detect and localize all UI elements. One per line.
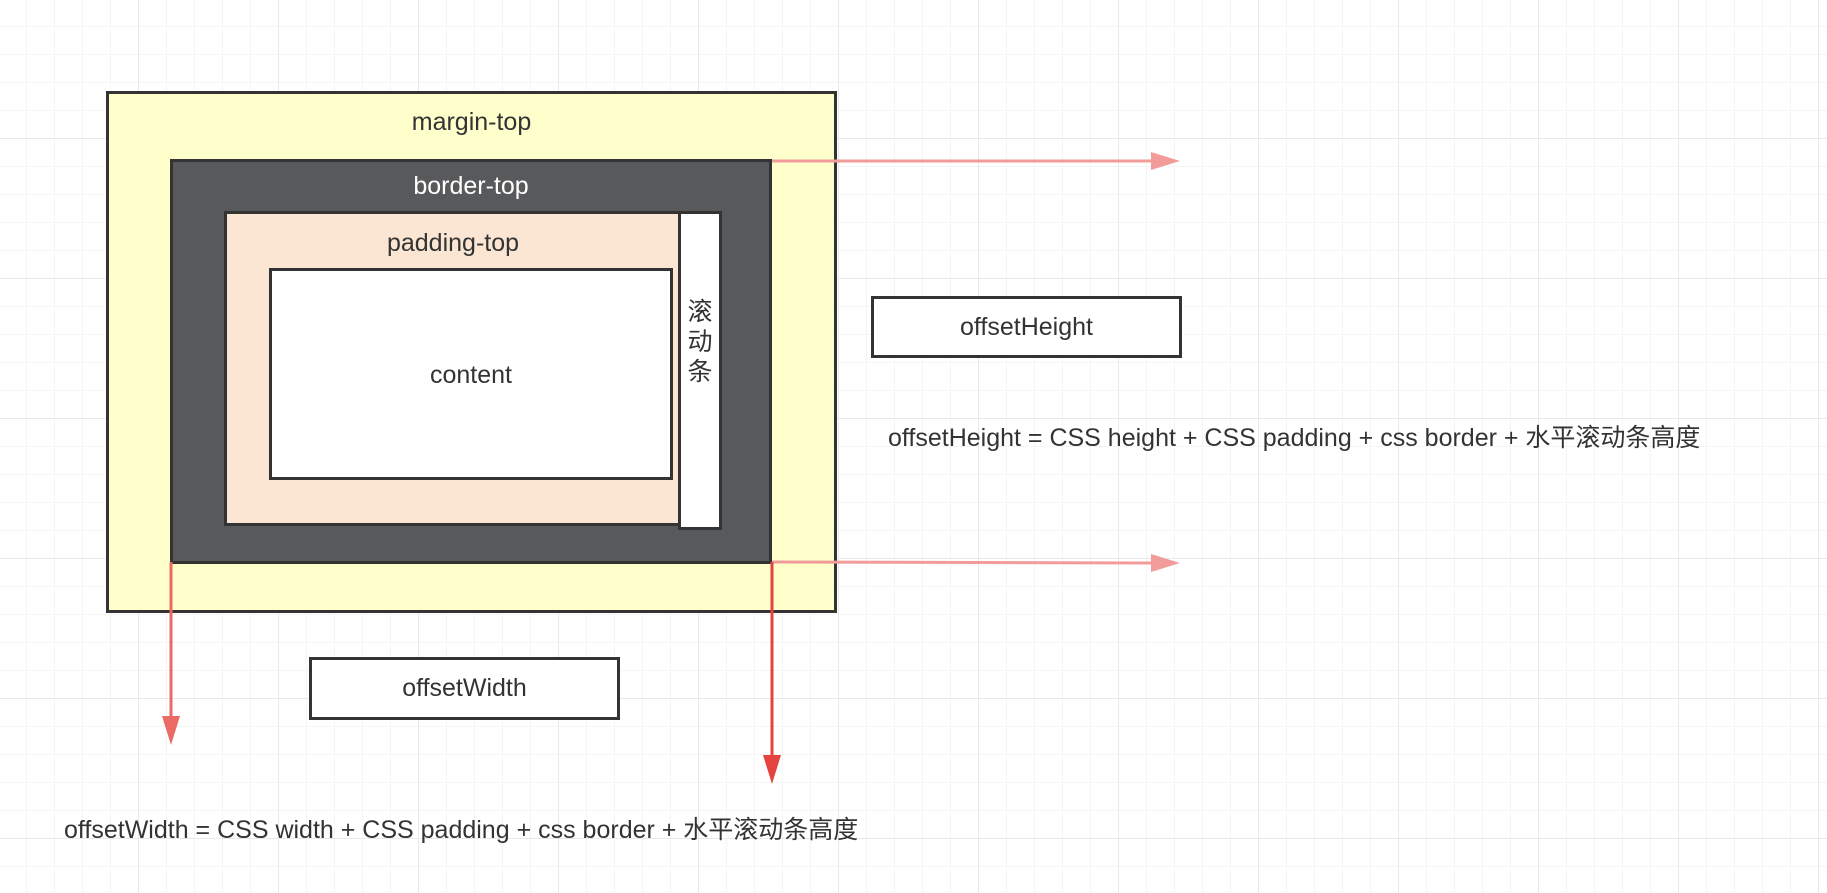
offset-height-bottom-arrow — [771, 554, 1180, 572]
offset-height-top-arrow — [772, 152, 1180, 170]
offset-height-box: offsetHeight — [871, 296, 1182, 358]
content-label: content — [429, 361, 512, 389]
scrollbar-label-char: 滚 — [687, 298, 713, 326]
offset-height-formula: offsetHeight = CSS height + CSS padding … — [888, 424, 1701, 452]
margin-top-label: margin-top — [411, 108, 532, 136]
content-box — [269, 268, 673, 480]
offset-height-top-arrowhead — [1151, 152, 1180, 170]
scrollbar-label-char: 条 — [687, 358, 713, 386]
offset-width-formula: offsetWidth = CSS width + CSS padding + … — [64, 816, 859, 844]
scrollbar-box — [678, 211, 722, 530]
offset-width-box: offsetWidth — [309, 657, 620, 720]
offset-height-label: offsetHeight — [960, 312, 1093, 341]
padding-top-label: padding-top — [386, 229, 520, 257]
scrollbar-label: 滚 动 条 — [678, 297, 722, 387]
border-top-label: border-top — [413, 172, 529, 200]
offset-height-bottom-arrowhead — [1151, 554, 1180, 572]
offset-width-right-arrow — [763, 562, 781, 784]
offset-width-right-arrowhead — [763, 755, 781, 784]
offset-width-left-arrowhead — [162, 716, 180, 745]
scrollbar-label-char: 动 — [687, 328, 713, 356]
offset-width-left-arrow — [162, 562, 180, 745]
offset-height-bottom-arrow-line — [771, 560, 1153, 565]
offset-width-label: offsetWidth — [402, 674, 527, 702]
